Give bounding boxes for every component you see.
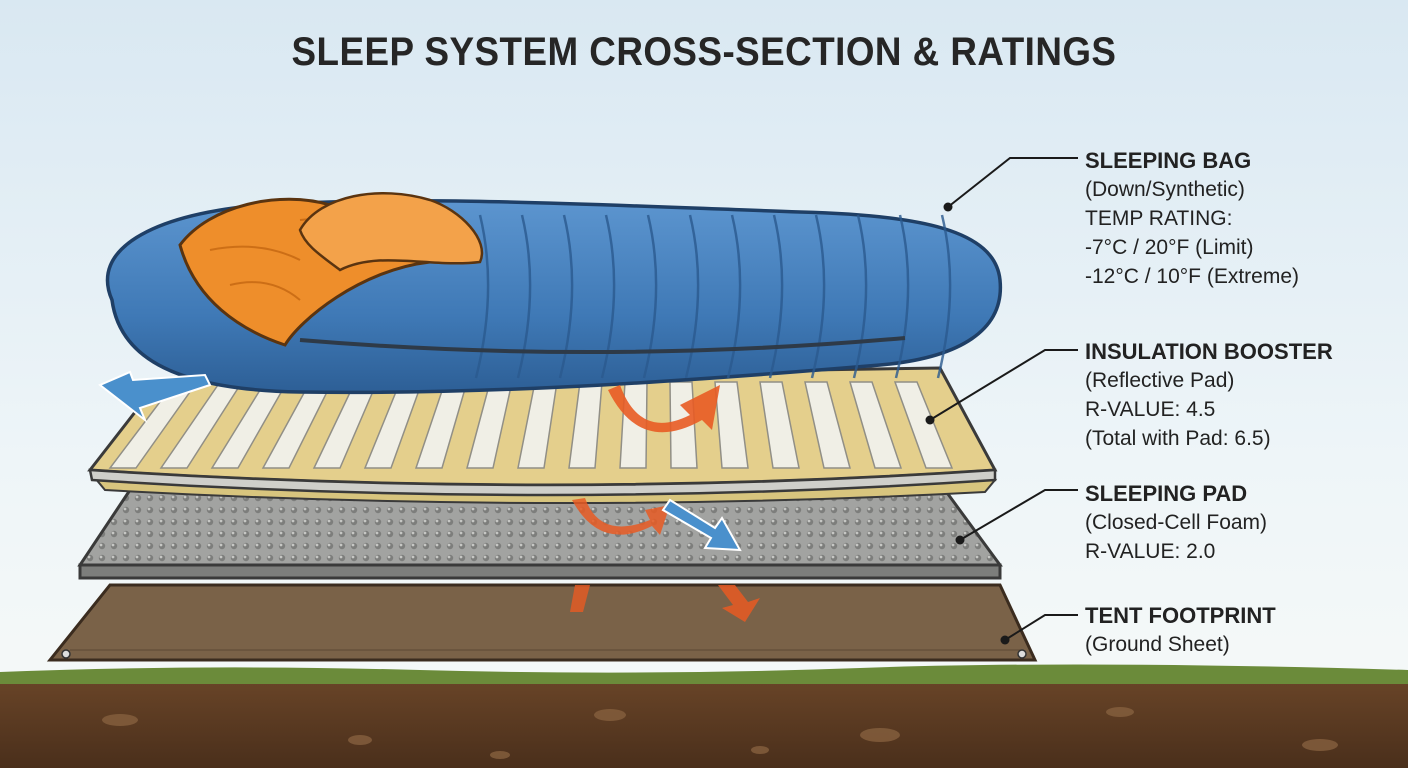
bag-baffle-seam xyxy=(600,214,616,379)
insulation-booster-layer xyxy=(87,366,998,505)
bag-baffle-seam xyxy=(642,214,658,379)
label-title: TENT FOOTPRINT xyxy=(1085,603,1276,628)
label-line: (Closed-Cell Foam) xyxy=(1085,511,1268,534)
label-insulation-booster: INSULATION BOOSTER (Reflective Pad) R-VA… xyxy=(1085,337,1333,453)
ground-soil xyxy=(0,664,1408,768)
air-tube xyxy=(849,381,903,469)
label-line: (Reflective Pad) xyxy=(1085,369,1235,392)
leader-dots xyxy=(925,202,1010,645)
label-line: R-VALUE: 2.0 xyxy=(1085,540,1216,563)
leader-lines xyxy=(929,157,1078,641)
label-title: INSULATION BOOSTER xyxy=(1085,339,1333,364)
tent-footprint-layer xyxy=(46,583,1038,662)
sleeping-bag-layer xyxy=(105,192,1003,395)
label-title: SLEEPING PAD xyxy=(1085,481,1248,506)
label-sleeping-pad: SLEEPING PAD (Closed-Cell Foam) R-VALUE:… xyxy=(1085,479,1267,566)
label-line: -7°C / 20°F (Limit) xyxy=(1085,236,1254,259)
bag-baffle-seam xyxy=(852,214,868,379)
label-line: (Total with Pad: 6.5) xyxy=(1085,427,1271,450)
label-title: SLEEPING BAG xyxy=(1085,148,1252,173)
bag-baffle-seam xyxy=(558,214,574,379)
sleeping-pad-layer xyxy=(77,488,1003,580)
cold-flow-arrows xyxy=(98,370,742,552)
label-sleeping-bag: SLEEPING BAG (Down/Synthetic) TEMP RATIN… xyxy=(1085,146,1299,291)
bag-baffle-seam xyxy=(474,214,490,379)
label-tent-footprint: TENT FOOTPRINT (Ground Sheet) xyxy=(1085,601,1276,659)
air-tube xyxy=(893,381,954,469)
page-title: SLEEP SYSTEM CROSS-SECTION & RATINGS xyxy=(291,30,1117,74)
label-line: (Ground Sheet) xyxy=(1085,633,1230,656)
label-line: -12°C / 10°F (Extreme) xyxy=(1085,265,1300,288)
bag-baffle-seam xyxy=(516,214,532,379)
label-line: TEMP RATING: xyxy=(1085,207,1233,230)
air-tube xyxy=(714,381,749,469)
bag-baffle-seam xyxy=(684,214,700,379)
bag-baffle-seam xyxy=(726,214,742,379)
bag-baffle-seam xyxy=(768,214,784,379)
label-line: (Down/Synthetic) xyxy=(1085,178,1245,201)
air-tube xyxy=(759,381,800,469)
air-tube xyxy=(804,381,851,469)
heat-flow-arrows xyxy=(570,385,760,622)
bag-baffle-seam xyxy=(936,214,952,379)
bag-baffle-seam xyxy=(894,214,910,379)
bag-baffle-seam xyxy=(810,214,826,379)
label-line: R-VALUE: 4.5 xyxy=(1085,398,1216,421)
